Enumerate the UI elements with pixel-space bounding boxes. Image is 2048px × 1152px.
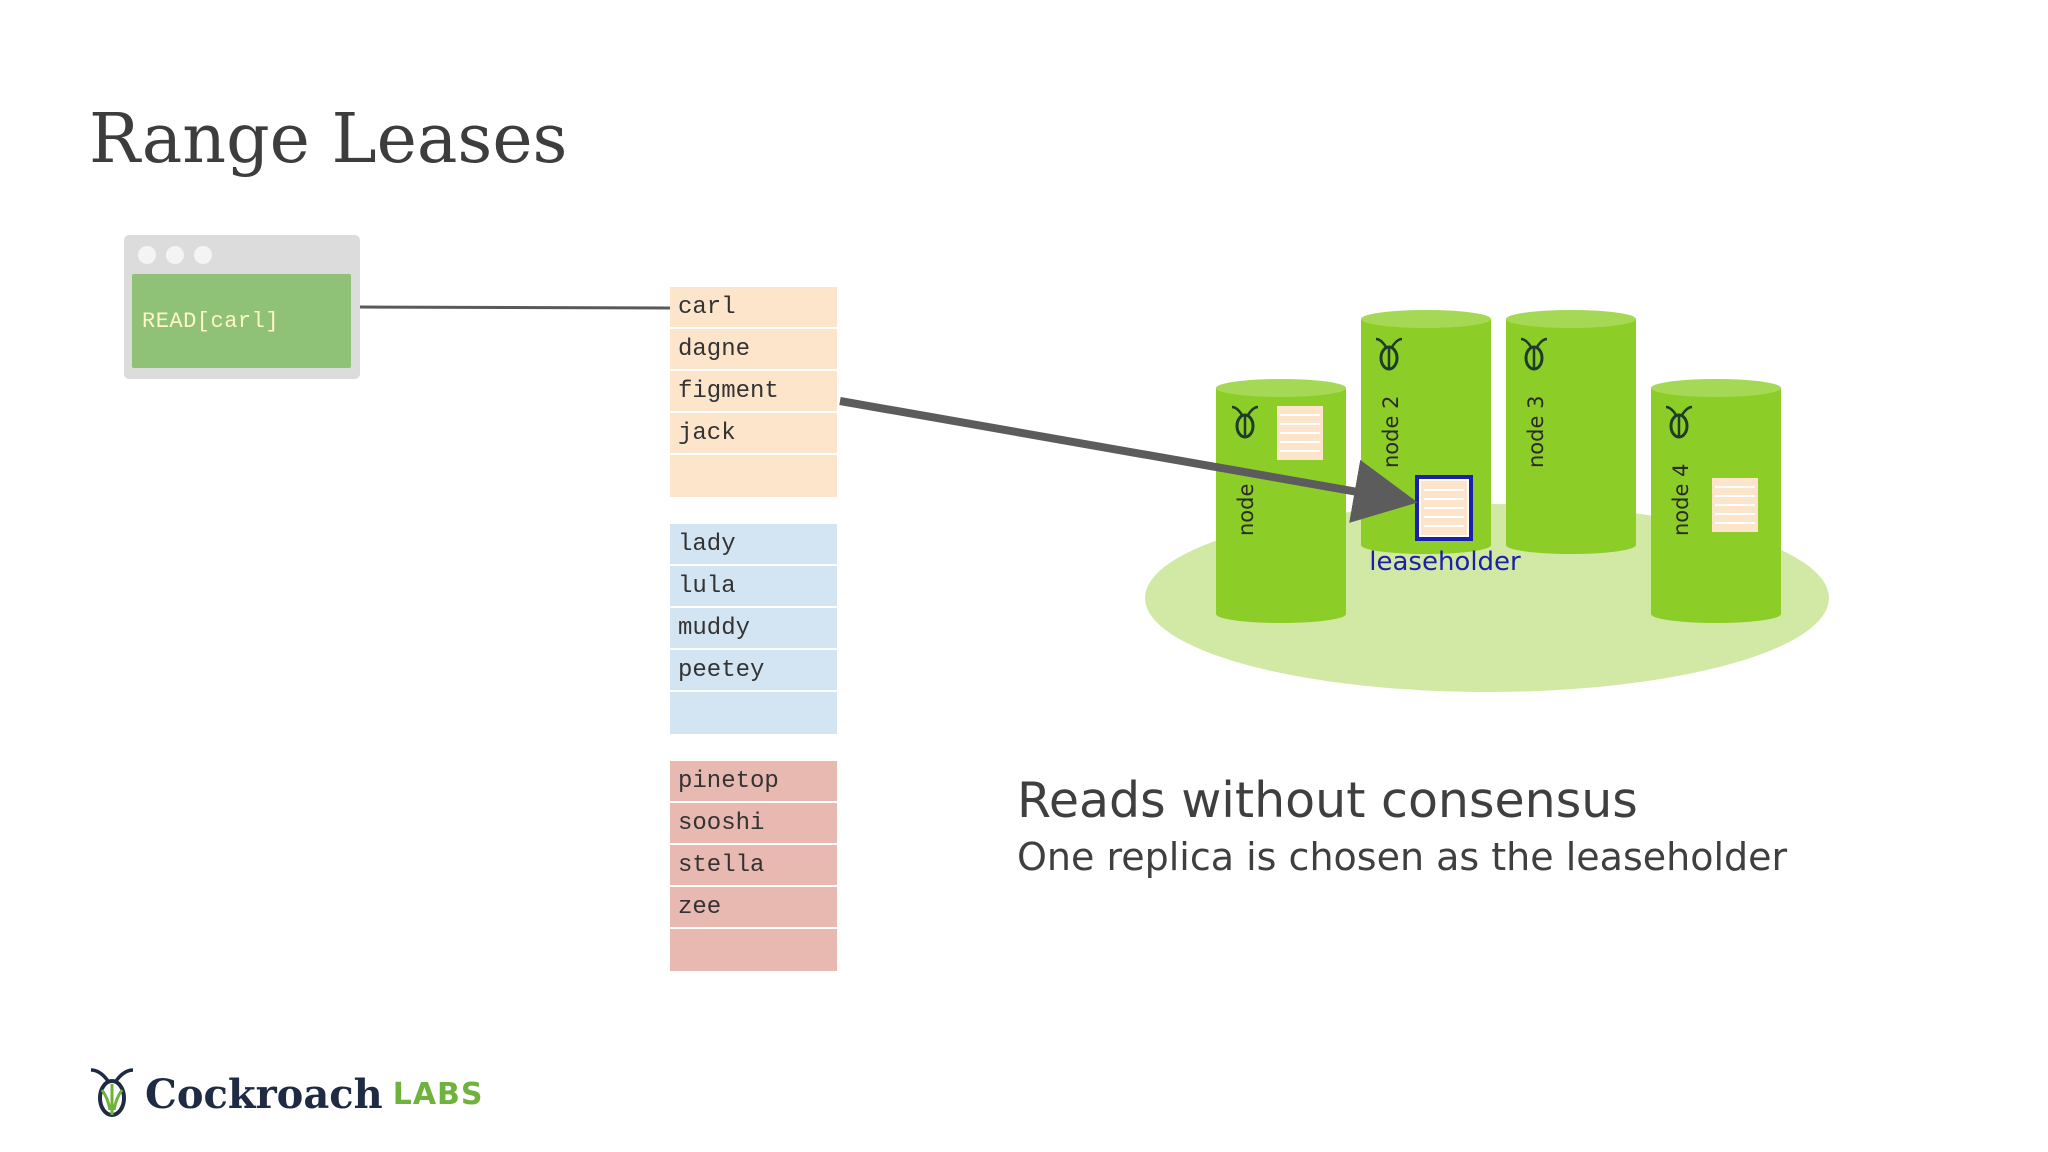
client-query-text: READ[carl] [142,308,280,334]
routing-arrow [839,397,1418,523]
leaseholder-replica-icon [1420,480,1468,536]
range-row: sooshi [670,803,837,845]
window-dot-1 [138,246,156,264]
range-key: dagne [678,335,751,363]
range-2: lady lula muddy peetey [670,524,837,734]
range-row: dagne [670,329,837,371]
range-row: lula [670,566,837,608]
range-key: zee [678,893,722,921]
caption-main: Reads without consensus [1017,772,1638,829]
client-window: READ[carl] [124,235,360,379]
range-key: lady [678,530,736,558]
range-key: carl [678,293,736,321]
range-row: zee [670,887,837,929]
node-label: node 3 [1524,396,1548,468]
caption-sub: One replica is chosen as the leaseholder [1017,835,1788,879]
window-dot-2 [166,246,184,264]
replica-icon [1276,405,1324,461]
range-row: peetey [670,650,837,692]
range-row: muddy [670,608,837,650]
node-label: node [1234,484,1258,536]
company-logo: Cockroach LABS [89,1066,484,1122]
range-row: stella [670,845,837,887]
logo-suffix: LABS [392,1076,484,1112]
range-1: carl dagne figment jack [670,287,837,497]
range-key: muddy [678,614,751,642]
cockroach-logo-icon [90,1068,134,1117]
range-row: figment [670,371,837,413]
node-label: node 2 [1379,396,1403,468]
node-cylinder [1506,310,1636,554]
range-key: peetey [678,656,765,684]
range-key: figment [678,377,779,405]
range-row [670,692,837,734]
range-row [670,929,837,971]
range-key: pinetop [678,767,779,795]
slide-title: Range Leases [89,100,568,179]
range-key: jack [678,419,736,447]
range-row: lady [670,524,837,566]
range-key: stella [678,851,765,879]
range-key: sooshi [678,809,765,837]
window-dot-3 [194,246,212,264]
logo-name: Cockroach [145,1070,383,1118]
range-row: carl [670,287,837,329]
range-row: jack [670,413,837,455]
node-label: node 4 [1669,464,1693,536]
leaseholder-label: leaseholder [1369,547,1521,577]
request-connector [359,305,671,310]
replica-icon [1711,477,1759,533]
range-row [670,455,837,497]
range-row: pinetop [670,761,837,803]
range-key: lula [678,572,736,600]
range-3: pinetop sooshi stella zee [670,761,837,971]
client-query-panel: READ[carl] [132,274,351,368]
